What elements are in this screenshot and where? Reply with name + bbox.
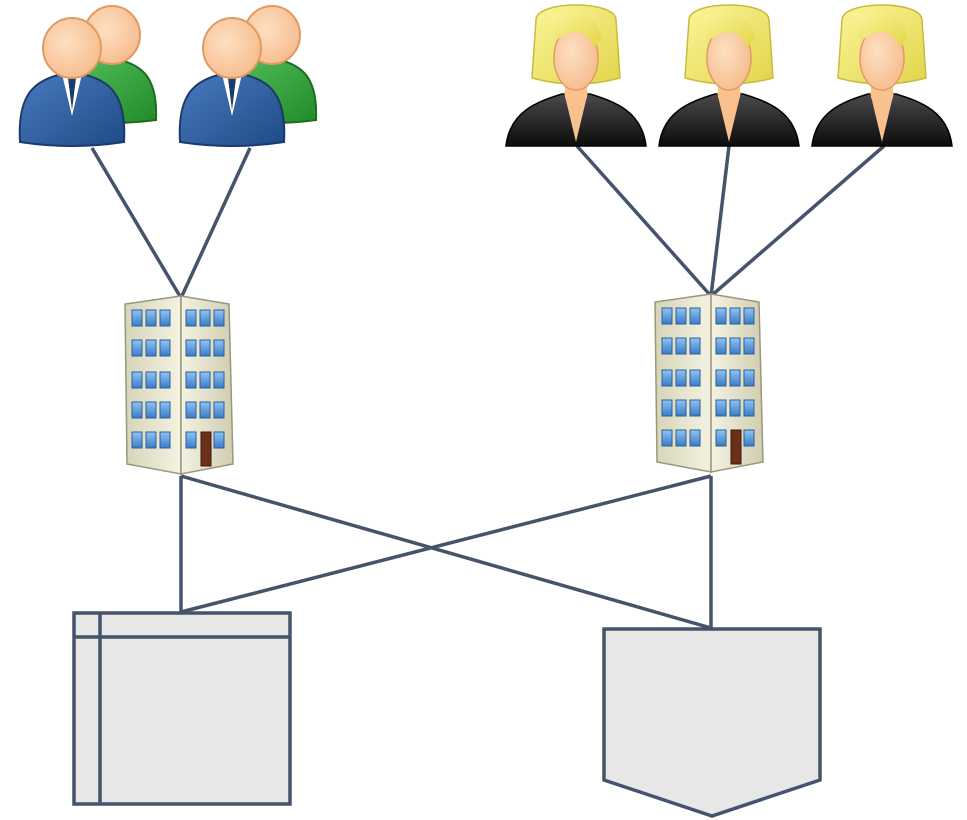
user-group-2[interactable] bbox=[505, 4, 953, 147]
edge-user-group-2-left bbox=[575, 144, 713, 298]
female-user-icon bbox=[811, 4, 953, 147]
edge-user-group-2-middle bbox=[709, 145, 731, 297]
edge-site-1-store-2 bbox=[180, 474, 712, 630]
edge-user-group-1-left bbox=[90, 147, 183, 299]
edge-user-group-2-right bbox=[709, 144, 886, 298]
office-building-icon[interactable] bbox=[124, 295, 234, 475]
edge-user-group-1-right bbox=[179, 147, 252, 299]
female-user-icon bbox=[505, 4, 647, 147]
off-page-connector-shape[interactable] bbox=[602, 627, 822, 818]
user-group-1[interactable] bbox=[18, 5, 318, 147]
connector-lines bbox=[90, 144, 886, 630]
female-user-icon bbox=[658, 4, 800, 147]
internal-storage-shape[interactable] bbox=[72, 611, 292, 806]
office-building-icon[interactable] bbox=[654, 293, 764, 473]
edge-site-2-store-1 bbox=[180, 474, 712, 614]
